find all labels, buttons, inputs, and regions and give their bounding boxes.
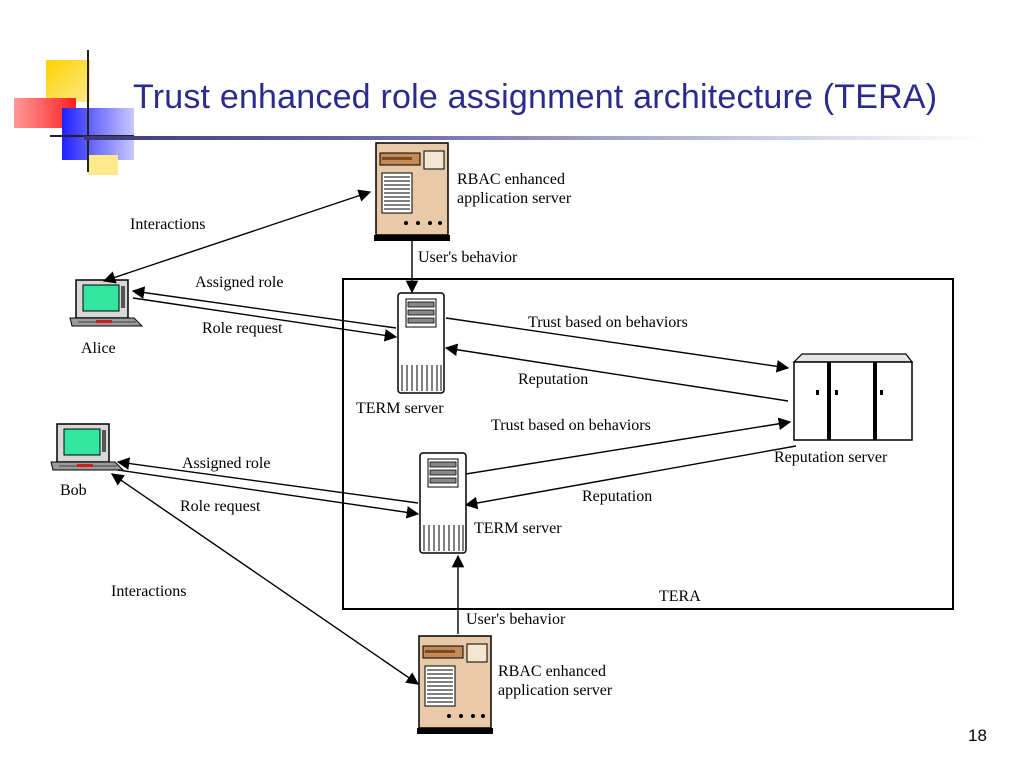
- title-underline: [84, 136, 984, 140]
- trust-top-label: Trust based on behaviors: [528, 314, 688, 331]
- logo-yellow-square: [46, 60, 90, 102]
- term-server-top: [397, 292, 445, 394]
- interactions-top-label: Interactions: [130, 216, 206, 233]
- term-bottom-label: TERM server: [474, 520, 562, 537]
- rbac-top-label: RBAC enhanced application server: [457, 171, 572, 207]
- reputation-bottom-label: Reputation: [582, 488, 653, 505]
- behavior-top-label: User's behavior: [418, 249, 518, 266]
- edge-reputation-bottom: [464, 445, 797, 510]
- interactions-bottom-label: Interactions: [111, 583, 187, 600]
- role-request-bottom-label: Role request: [180, 498, 261, 515]
- role-request-top-label: Role request: [202, 320, 283, 337]
- edge-role-request-alice: [132, 297, 398, 342]
- reputation-server-label: Reputation server: [774, 449, 888, 466]
- edge-role-request-bob: [117, 469, 420, 519]
- term-top-label: TERM server: [356, 400, 444, 417]
- edge-trust-top: [445, 317, 790, 373]
- rbac-bottom-label: RBAC enhanced application server: [498, 663, 613, 699]
- term-server-bottom: [419, 452, 467, 554]
- behavior-bottom-label: User's behavior: [466, 611, 566, 628]
- assigned-role-top-label: Assigned role: [195, 274, 284, 291]
- edge-trust-bottom: [465, 417, 792, 475]
- edge-assigned-role-alice: [131, 286, 397, 329]
- logo-blue-square: [62, 108, 134, 160]
- slide-title: Trust enhanced role assignment architect…: [133, 78, 938, 116]
- rbac-server-bottom: [416, 635, 494, 735]
- alice-terminal: [69, 279, 143, 327]
- bob-label: Bob: [60, 482, 87, 499]
- tera-label: TERA: [659, 588, 701, 605]
- reputation-server: [792, 353, 914, 441]
- edge-interactions-alice: [102, 189, 372, 284]
- assigned-role-bottom-label: Assigned role: [182, 455, 271, 472]
- edge-interactions-bob: [110, 473, 420, 685]
- edge-reputation-top: [444, 343, 789, 402]
- rbac-server-top: [373, 142, 451, 242]
- reputation-top-label: Reputation: [518, 371, 589, 388]
- bob-terminal: [50, 423, 124, 471]
- tera-box: [342, 278, 954, 610]
- logo-yellow-small: [88, 155, 118, 175]
- alice-label: Alice: [81, 340, 116, 357]
- page-number: 18: [968, 726, 987, 745]
- trust-bottom-label: Trust based on behaviors: [491, 417, 651, 434]
